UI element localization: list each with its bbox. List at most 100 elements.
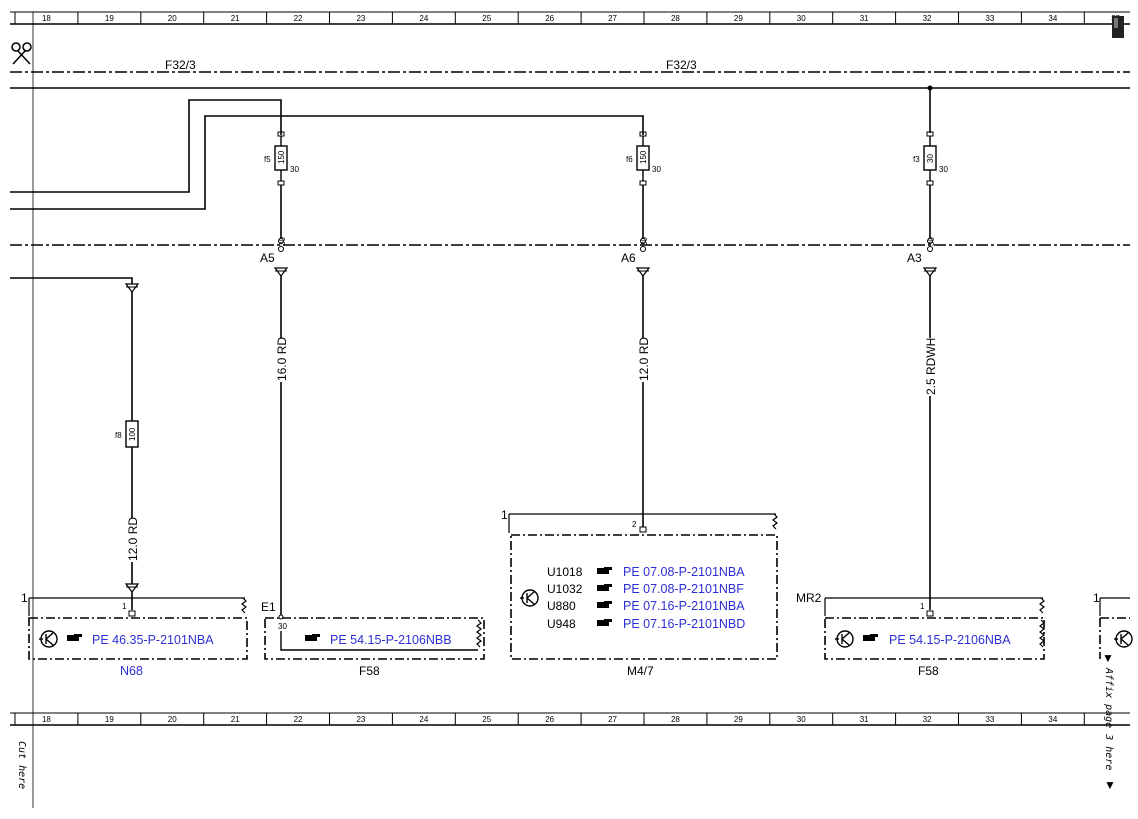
partial-corner: 1 <box>1093 591 1100 605</box>
fuse-f8-id: f8 <box>115 431 122 440</box>
wire-in-1 <box>10 99 282 193</box>
component-m47: 1 2 U1018 PE 07.08-P-2101NBA U1032 PE 07… <box>501 508 778 678</box>
ruler-number: 27 <box>608 14 617 23</box>
n68-corner: 1 <box>21 591 28 605</box>
m47-ref[interactable]: PE 07.16-P-2101NBD <box>623 617 745 631</box>
wire-label-2-5rdwh: 2.5 RDWH <box>924 338 938 395</box>
ruler-number: 28 <box>671 715 680 724</box>
mr2-label: MR2 <box>796 591 822 605</box>
fuse-f3-side: 30 <box>939 165 948 174</box>
ruler-number: 25 <box>482 14 491 23</box>
fuse-f3-rating: 30 <box>926 154 935 163</box>
n68-ref[interactable]: PE 46.35-P-2101NBA <box>92 633 214 647</box>
ruler-number: 33 <box>985 14 994 23</box>
fuse-f3: f3 30 30 <box>913 131 948 186</box>
fuse-f5-rating: 150 <box>277 150 286 164</box>
m47-ref[interactable]: PE 07.08-P-2101NBA <box>623 565 745 579</box>
affix-page-text: Affix page 3 here <box>1103 667 1114 770</box>
fuse-f6-side: 30 <box>652 165 661 174</box>
m47-row: U948 PE 07.16-P-2101NBD <box>547 617 745 631</box>
component-n68: 1 1 PE 46.35-P-2101NBA N68 <box>21 591 248 678</box>
ruler-number: 32 <box>923 14 932 23</box>
m47-pin: 2 <box>632 520 637 529</box>
m47-code: U948 <box>547 617 576 631</box>
f58-right-ref[interactable]: PE 54.15-P-2106NBA <box>889 633 1011 647</box>
connector-a6-label: A6 <box>621 251 636 265</box>
ruler-number: 34 <box>1048 14 1057 23</box>
component-f58-right: MR2 1 PE 54.15-P-2106NBA F58 <box>796 591 1045 678</box>
wire-in-3 <box>10 277 133 287</box>
ruler-number: 18 <box>42 14 51 23</box>
ruler-number: 21 <box>231 14 240 23</box>
ruler-number: 23 <box>356 715 365 724</box>
affix-arrow-icon: ▼ <box>1104 778 1116 792</box>
ruler-number: 30 <box>797 715 806 724</box>
ruler-number: 19 <box>105 14 114 23</box>
fuse-f8: f8 100 <box>115 420 139 448</box>
m47-corner: 1 <box>501 508 508 522</box>
ruler-number: 23 <box>356 14 365 23</box>
fuse-f3-id: f3 <box>913 155 920 164</box>
n68-pin: 1 <box>122 602 127 611</box>
ruler-number: 33 <box>985 715 994 724</box>
ruler-number: 25 <box>482 715 491 724</box>
fuse-f6-rating: 150 <box>639 150 648 164</box>
ruler-number: 29 <box>734 14 743 23</box>
ruler-number: 28 <box>671 14 680 23</box>
ruler-number: 20 <box>168 14 177 23</box>
cut-here-text: Cut here <box>16 741 27 789</box>
affix-arrow-icon: ▼ <box>1102 651 1114 665</box>
ruler-number: 26 <box>545 14 554 23</box>
f58-left-name: F58 <box>359 664 380 678</box>
fuse-f5-side: 30 <box>290 165 299 174</box>
ruler-top: 181920212223242526272829303132333435 <box>10 11 1130 25</box>
ruler-number: 24 <box>419 715 428 724</box>
fuse-f6: f6 150 30 <box>626 131 661 186</box>
connector-a3: 30 A3 <box>907 237 937 277</box>
m47-name: M4/7 <box>627 664 654 678</box>
ruler-number: 19 <box>105 715 114 724</box>
m47-code: U1032 <box>547 582 583 596</box>
wire-label-16rd: 16.0 RD <box>275 337 289 381</box>
fuse-f5: f5 150 30 <box>264 131 299 186</box>
ruler-number: 18 <box>42 715 51 724</box>
ruler-number: 20 <box>168 715 177 724</box>
wire-in-2 <box>10 115 644 210</box>
bus-label-right: F32/3 <box>666 58 697 72</box>
connector-a5-label: A5 <box>260 251 275 265</box>
connector-a5-pin: 30 <box>278 237 287 246</box>
m47-code: U880 <box>547 599 576 613</box>
ruler-number: 21 <box>231 715 240 724</box>
ruler-number: 24 <box>419 14 428 23</box>
m47-row: U880 PE 07.16-P-2101NBA <box>547 599 745 613</box>
f58-right-name: F58 <box>918 664 939 678</box>
m47-code: U1018 <box>547 565 583 579</box>
component-partial-right: 1 <box>1093 591 1133 659</box>
ruler-number: 34 <box>1048 715 1057 724</box>
ruler-number: 32 <box>923 715 932 724</box>
m47-row: U1032 PE 07.08-P-2101NBF <box>547 582 744 596</box>
connector-a3-pin: 30 <box>927 237 936 246</box>
ruler-number: 30 <box>797 14 806 23</box>
component-f58-left: E1 30 PE 54.15-P-2106NBB F58 <box>261 600 485 678</box>
pen-icon-tip <box>1114 18 1118 28</box>
connector-a6-pin: 30 <box>640 237 649 246</box>
ruler-number: 26 <box>545 715 554 724</box>
n68-name[interactable]: N68 <box>120 664 143 678</box>
ruler-number: 31 <box>860 715 869 724</box>
scissors-icon <box>11 42 32 65</box>
fuse-f5-id: f5 <box>264 155 271 164</box>
fuse-f8-rating: 100 <box>128 427 137 441</box>
m47-ref[interactable]: PE 07.08-P-2101NBF <box>623 582 744 596</box>
f58-left-ref[interactable]: PE 54.15-P-2106NBB <box>330 633 452 647</box>
connector-a3-label: A3 <box>907 251 922 265</box>
ruler-number: 31 <box>860 14 869 23</box>
m47-ref[interactable]: PE 07.16-P-2101NBA <box>623 599 745 613</box>
ruler-number: 27 <box>608 715 617 724</box>
f58-right-pin: 1 <box>920 602 925 611</box>
ruler-number: 22 <box>294 14 303 23</box>
e1-label: E1 <box>261 600 276 614</box>
connector-a5: 30 A5 <box>260 237 288 277</box>
